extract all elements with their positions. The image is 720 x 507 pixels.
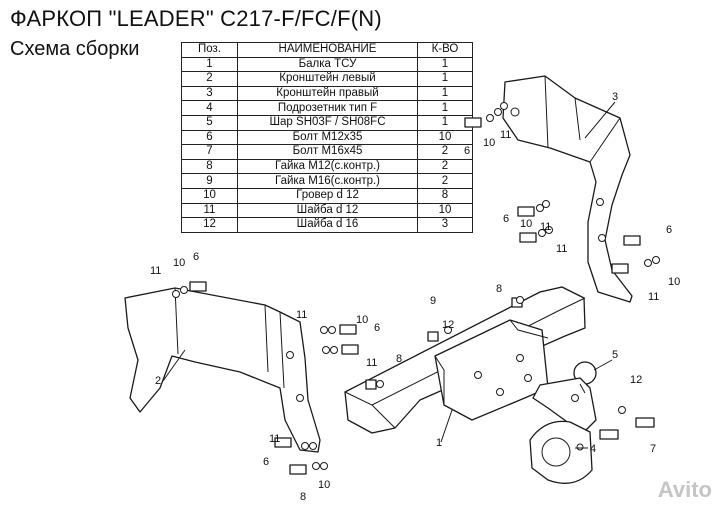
fasteners-group	[172, 102, 660, 475]
leader-lines	[162, 101, 616, 449]
callout-label: 7	[650, 443, 656, 455]
callout-label: 10	[356, 314, 368, 326]
callout-label: 8	[396, 353, 402, 365]
callout-label: 10	[483, 137, 495, 149]
callout-label: 6	[666, 224, 672, 236]
callout-label: 10	[173, 257, 185, 269]
tow-ball-part	[532, 361, 597, 431]
socket-plate-part	[529, 420, 593, 484]
page-title: ФАРКОП "LEADER" C217-F/FC/F(N)	[10, 6, 382, 31]
callout-label: 6	[464, 145, 470, 157]
callout-label: 11	[296, 309, 307, 321]
callout-label: 6	[193, 251, 199, 263]
callout-label: 9	[430, 295, 436, 307]
cell-name: Шайба d 16	[237, 217, 418, 233]
callout-label: 11	[556, 243, 567, 255]
callout-label: 8	[300, 491, 306, 503]
tow-bar-beam-part	[344, 286, 586, 434]
callout-label: 4	[590, 443, 596, 455]
cell-name: Подрозетник тип F	[237, 100, 418, 116]
cell-quantity: 3	[417, 217, 473, 233]
callout-label: 12	[630, 374, 642, 386]
cell-name: Кронштейн правый	[237, 85, 418, 102]
right-bracket-part	[502, 75, 633, 303]
callout-label: 6	[374, 322, 380, 334]
cell-name: Гайка М16(с.контр.)	[237, 173, 418, 189]
page-subtitle: Схема сборки	[10, 38, 140, 60]
callout-labels: 1 2 3 4 5 6 6 6 6 6 6 7 8 8 8 9 10 10 10…	[150, 91, 680, 503]
callout-label: 8	[496, 283, 502, 295]
callout-label: 11	[269, 433, 280, 445]
callout-label: 1	[436, 437, 442, 449]
callout-label: 10	[520, 218, 532, 230]
callout-label: 3	[612, 91, 618, 103]
callout-label: 11	[540, 221, 551, 233]
callout-label: 11	[150, 265, 161, 277]
callout-label: 12	[442, 319, 454, 331]
callout-label: 10	[668, 276, 680, 288]
left-bracket-part	[124, 287, 321, 453]
callout-label: 6	[263, 456, 269, 468]
callout-label: 11	[366, 357, 377, 369]
cell-name: Болт М12х35	[237, 129, 418, 146]
callout-label: 5	[612, 349, 618, 361]
callout-label: 11	[500, 129, 511, 141]
callout-label: 11	[648, 291, 659, 303]
cell-name: Кронштейн левый	[237, 71, 418, 87]
callout-label: 6	[503, 213, 509, 225]
avito-watermark: Avito	[657, 477, 712, 502]
callout-label: 10	[318, 479, 330, 491]
cell-quantity: 1	[417, 100, 473, 116]
callout-label: 2	[155, 375, 161, 387]
